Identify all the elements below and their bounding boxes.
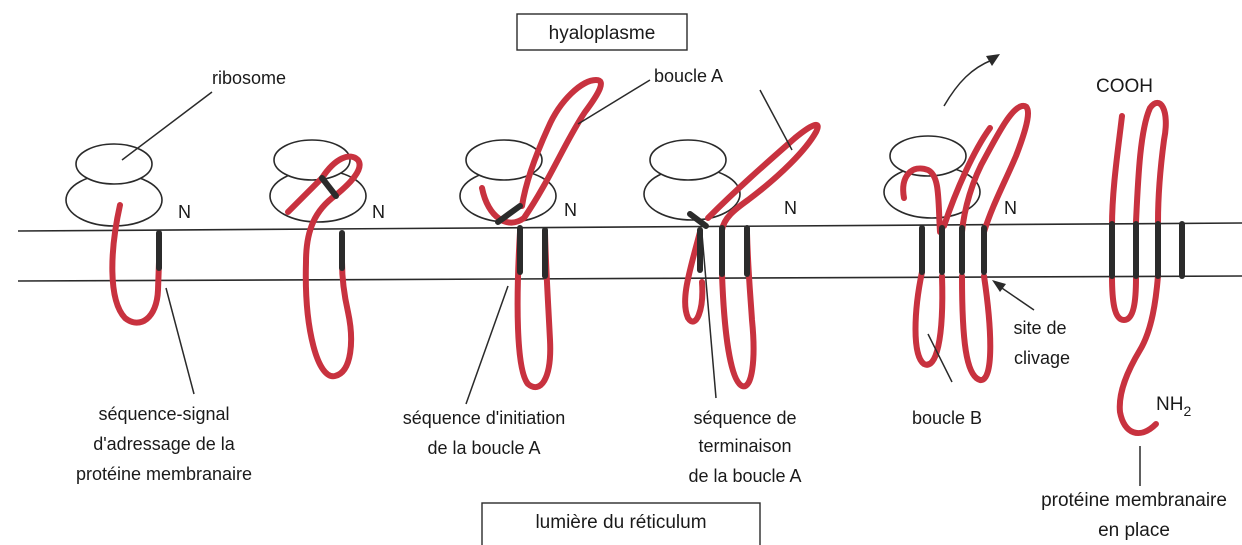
signal-sequence-label: séquence-signal d'adressage de la protéi…: [76, 404, 252, 484]
ribosome-3: [460, 140, 556, 222]
membrane-bottom-line: [18, 276, 1242, 281]
stage-5: N: [884, 54, 1034, 382]
chain-5-loop-a: [962, 106, 1028, 232]
n-label-1: N: [178, 202, 191, 222]
term-leader: [702, 234, 716, 398]
term-line-1: séquence de: [693, 408, 796, 428]
signal-line-3: protéine membranaire: [76, 464, 252, 484]
nh2-label: NH2: [1156, 394, 1191, 419]
n-label-5: N: [1004, 198, 1017, 218]
init-sequence-label: séquence d'initiation de la boucle A: [403, 408, 566, 458]
signal-leader: [166, 288, 194, 394]
signal-line-1: séquence-signal: [98, 404, 229, 424]
lumen-box: lumière du réticulum: [482, 503, 760, 545]
nh2-text: NH: [1156, 394, 1183, 415]
term-sequence-label: séquence de terminaison de la boucle A: [688, 408, 801, 486]
loop-a-leader-4: [760, 90, 792, 150]
term-line-3: de la boucle A: [688, 466, 801, 486]
loop-b-label: boucle B: [912, 408, 982, 428]
final-line-1: protéine membranaire: [1041, 490, 1227, 511]
membrane-top-line: [18, 223, 1242, 231]
chain-5-lumen: [916, 272, 943, 365]
final-protein-label: protéine membranaire en place: [1041, 490, 1227, 541]
init-leader: [466, 286, 508, 404]
cleavage-site-label: site de clivage: [1013, 318, 1070, 368]
n-label-2: N: [372, 202, 385, 222]
init-line-1: séquence d'initiation: [403, 408, 566, 428]
n-label-3: N: [564, 200, 577, 220]
exit-arrow-head: [986, 54, 1000, 66]
final-line-2: en place: [1098, 520, 1170, 541]
ribosome-4: [644, 140, 740, 220]
cleavage-line-2: clivage: [1014, 348, 1070, 368]
hyaloplasme-label: hyaloplasme: [549, 23, 656, 44]
stage-6: COOH NH2: [1096, 76, 1191, 486]
nh2-subscript: 2: [1183, 403, 1191, 419]
ribosome-leader: [122, 92, 212, 160]
loop-a-label: boucle A: [654, 66, 723, 86]
ribosome-label: ribosome: [212, 68, 286, 88]
chain-5-lumen-b: [962, 276, 990, 380]
lumen-label: lumière du réticulum: [535, 512, 706, 533]
term-line-2: terminaison: [698, 436, 791, 456]
stage-4: N: [644, 90, 818, 386]
ribosome-1: [66, 144, 162, 226]
chain-6-top: [1112, 116, 1122, 226]
chain-6-loop: [1136, 103, 1166, 222]
stage-1: N ribosome: [66, 68, 286, 323]
n-label-4: N: [784, 198, 797, 218]
init-line-2: de la boucle A: [427, 438, 540, 458]
signal-line-2: d'adressage de la: [93, 434, 236, 454]
stage-2: N: [270, 140, 385, 376]
cleavage-line-1: site de: [1013, 318, 1066, 338]
chain-6-tail: [1120, 276, 1158, 433]
exit-arrow: [944, 60, 992, 106]
cooh-label: COOH: [1096, 76, 1153, 97]
chain-6-lumen: [1112, 276, 1136, 320]
hyaloplasme-box: hyaloplasme: [517, 14, 687, 50]
